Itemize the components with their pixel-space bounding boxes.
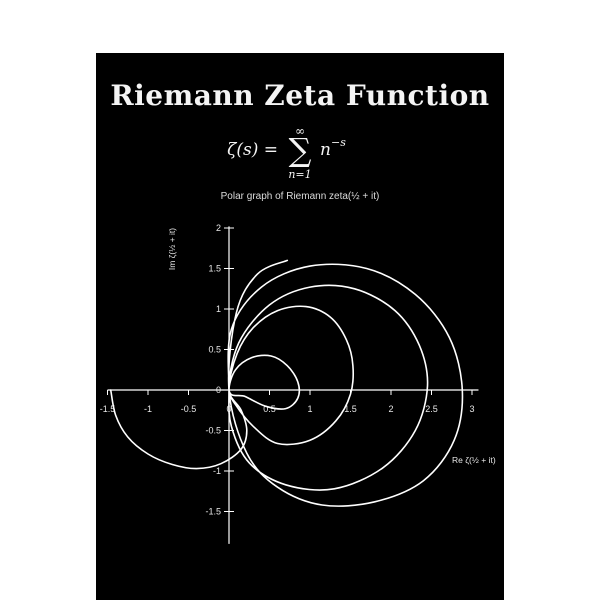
formula-exponent: −s [331, 136, 346, 149]
x-axis-label: Re ζ(½ + it) [452, 455, 496, 465]
zeta-curve [109, 259, 464, 507]
x-tick-label: -1 [144, 404, 152, 414]
zeta-formula-graphic: ζ(s) = ∑ ∞ n=1 n −s [227, 127, 346, 181]
formula-lhs: ζ(s) = [227, 140, 278, 160]
formula-term: n [320, 140, 331, 160]
x-tick-label: -1.5 [100, 404, 116, 414]
formula-sum-symbol: ∑ [289, 131, 312, 169]
y-tick-label: 0.5 [208, 345, 221, 355]
y-tick-label: -0.5 [205, 426, 221, 436]
poster-title: Riemann Zeta Function [110, 79, 490, 112]
x-tick-label: 3 [469, 404, 474, 414]
y-tick-label: -1.5 [205, 507, 221, 517]
y-tick-label: -1 [213, 466, 221, 476]
chart-title: Polar graph of Riemann zeta(½ + it) [220, 191, 380, 202]
y-tick-label: 0 [216, 385, 221, 395]
x-tick-label: 2 [388, 404, 393, 414]
formula-upper-limit: ∞ [295, 127, 305, 138]
y-tick-label: 2 [216, 223, 221, 233]
chart-curves [109, 259, 464, 507]
x-tick-label: 2.5 [425, 404, 438, 414]
x-tick-label: 0.5 [263, 404, 276, 414]
x-tick-label: -0.5 [181, 404, 197, 414]
zeta-formula: ζ(s) = ∑ ∞ n=1 n −s [96, 127, 504, 183]
formula-lower-limit: n=1 [288, 168, 311, 181]
x-tick-label: 1.5 [344, 404, 357, 414]
y-tick-label: 1 [216, 304, 221, 314]
y-tick-label: 1.5 [208, 264, 221, 274]
x-tick-label: 1 [307, 404, 312, 414]
poster: Riemann Zeta Function ζ(s) = ∑ ∞ n=1 n −… [96, 53, 504, 600]
y-axis-label: Im ζ(½ + it) [167, 228, 177, 270]
